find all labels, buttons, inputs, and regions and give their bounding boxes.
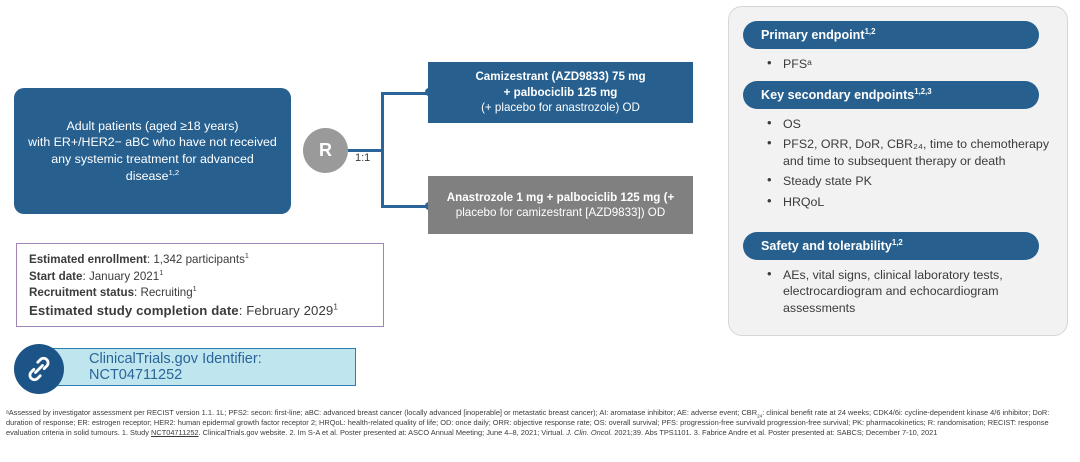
recruitment-status-ref: 1 bbox=[192, 284, 197, 294]
study-detail-enrollment: Estimated enrollment: 1,342 participants… bbox=[29, 251, 249, 266]
secondary-endpoints-title: Key secondary endpoints bbox=[761, 87, 915, 102]
primary-endpoint-title: Primary endpoint bbox=[761, 28, 865, 42]
arm-experimental-line-3: (+ placebo for anastrozole) OD bbox=[481, 101, 640, 115]
arm-box-control: Anastrozole 1 mg + palbociclib 125 mg (+… bbox=[428, 176, 693, 234]
enrollment-ref: 1 bbox=[244, 251, 249, 261]
study-detail-recruitment-status: Recruitment status: Recruiting1 bbox=[29, 284, 197, 300]
population-line-3: any systemic treatment for advanced bbox=[51, 152, 254, 166]
safety-tolerability-list: AEs, vital signs, clinical laboratory te… bbox=[743, 260, 1053, 317]
connector-line-vertical bbox=[381, 92, 384, 207]
start-date-value: January 2021 bbox=[88, 269, 160, 283]
population-box: Adult patients (aged ≥18 years) with ER+… bbox=[14, 88, 291, 214]
arm-experimental-line-1: Camizestrant (AZD9833) 75 mg bbox=[475, 70, 646, 84]
list-item: Steady state PK bbox=[765, 172, 1053, 190]
endpoints-panel: Primary endpoint1,2 PFSᵃ Key secondary e… bbox=[728, 6, 1068, 336]
study-detail-start-date: Start date: January 20211 bbox=[29, 267, 164, 283]
secondary-endpoints-ref: 1,2,3 bbox=[914, 86, 932, 96]
population-line-1: Adult patients (aged ≥18 years) bbox=[66, 118, 239, 133]
connector-line-to-experimental-arm bbox=[381, 92, 429, 95]
primary-endpoint-header: Primary endpoint1,2 bbox=[743, 21, 1039, 49]
safety-tolerability-header: Safety and tolerability1,2 bbox=[743, 231, 1039, 260]
arm-experimental-line-2: + palbociclib 125 mg bbox=[503, 85, 618, 99]
list-item: HRQoL bbox=[765, 193, 1053, 211]
connector-line-to-control-arm bbox=[381, 205, 429, 208]
population-text: Adult patients (aged ≥18 years) with ER+… bbox=[28, 118, 277, 184]
randomisation-ratio: 1:1 bbox=[355, 152, 371, 164]
arm-experimental-text: Camizestrant (AZD9833) 75 mg + palbocicl… bbox=[475, 69, 645, 115]
arm-box-experimental: Camizestrant (AZD9833) 75 mg + palbocicl… bbox=[428, 62, 693, 123]
randomisation-label: R bbox=[319, 140, 332, 160]
enrollment-value: 1,342 participants bbox=[153, 253, 245, 266]
footnote-part-1: ᵃAssessed by investigator assessment per… bbox=[6, 408, 758, 417]
list-item: PFSᵃ bbox=[765, 55, 1053, 73]
population-ref: 1,2 bbox=[168, 167, 180, 177]
recruitment-status-value: Recruiting bbox=[140, 286, 193, 300]
list-item: OS bbox=[765, 115, 1053, 133]
arm-control-line-1: Anastrozole 1 mg + palbociclib 125 mg (+ bbox=[446, 190, 675, 204]
arm-control-text: Anastrozole 1 mg + palbociclib 125 mg (+… bbox=[447, 190, 674, 221]
arm-control-line-2: placebo for camizestrant [AZD9833]) OD bbox=[455, 206, 666, 219]
list-item: PFS2, ORR, DoR, CBR₂₄, time to chemother… bbox=[765, 135, 1053, 169]
list-item: AEs, vital signs, clinical laboratory te… bbox=[765, 266, 1053, 317]
secondary-endpoints-list: OS PFS2, ORR, DoR, CBR₂₄, time to chemot… bbox=[743, 109, 1053, 211]
footnote-part-4: 2021;39. Abs TPS1101. 3. Fabrice Andre e… bbox=[612, 428, 938, 438]
footnotes: ᵃAssessed by investigator assessment per… bbox=[6, 408, 1074, 439]
completion-date-value: February 2029 bbox=[246, 302, 334, 318]
start-date-label: Start date bbox=[29, 269, 83, 283]
population-line-4: disease bbox=[125, 168, 169, 183]
study-detail-completion-date: Estimated study completion date: Februar… bbox=[29, 302, 339, 318]
footnote-nct-link[interactable]: NCT04711252 bbox=[151, 428, 199, 438]
completion-date-ref: 1 bbox=[333, 302, 339, 312]
completion-date-label: Estimated study completion date bbox=[29, 302, 239, 318]
safety-tolerability-title: Safety and tolerability bbox=[761, 238, 892, 253]
recruitment-status-label: Recruitment status bbox=[29, 286, 135, 300]
enrollment-label: Estimated enrollment bbox=[29, 253, 147, 266]
footnote-part-3: . ClinicalTrials.gov website. 2. Im S-A … bbox=[198, 428, 567, 438]
randomisation-circle: R bbox=[303, 128, 348, 173]
clinicaltrials-identifier-box[interactable]: ClinicalTrials.gov Identifier: NCT047112… bbox=[52, 348, 356, 386]
safety-tolerability-ref: 1,2 bbox=[891, 237, 903, 247]
connector-line-from-randomisation bbox=[348, 149, 383, 152]
primary-endpoint-list: PFSᵃ bbox=[743, 49, 1053, 73]
secondary-endpoints-header: Key secondary endpoints1,2,3 bbox=[743, 80, 1039, 109]
footnote-part-2: : clinical benefit rate at 24 weeks; CDK… bbox=[6, 408, 1050, 438]
footnote-subscript: 24 bbox=[757, 413, 763, 419]
clinicaltrials-identifier-text: ClinicalTrials.gov Identifier: NCT047112… bbox=[89, 351, 262, 383]
link-icon bbox=[14, 344, 64, 394]
start-date-ref: 1 bbox=[159, 267, 164, 277]
study-details-box: Estimated enrollment: 1,342 participants… bbox=[16, 243, 384, 327]
footnote-journal: J. Clin. Oncol. bbox=[566, 428, 613, 438]
population-line-2: with ER+/HER2− aBC who have not received bbox=[28, 135, 277, 150]
primary-endpoint-ref: 1,2 bbox=[864, 26, 876, 36]
